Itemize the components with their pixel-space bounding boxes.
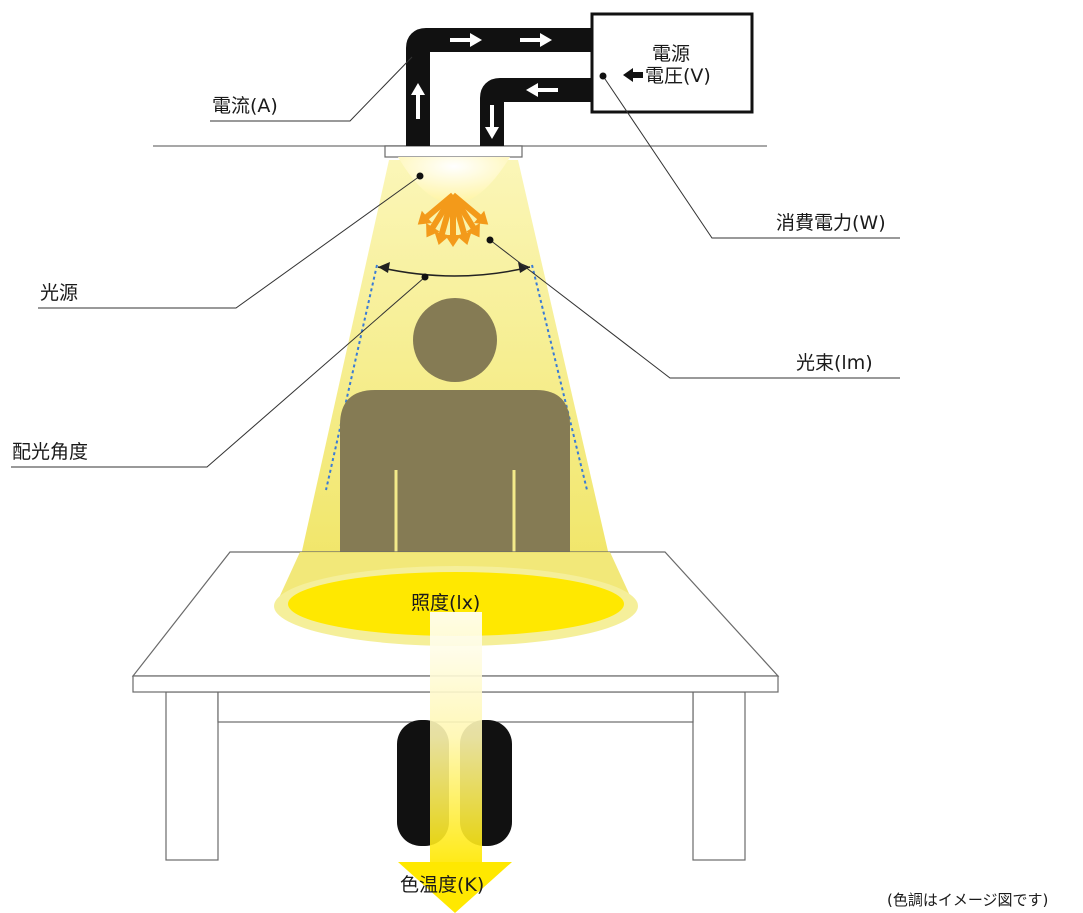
leader-lines (11, 56, 900, 468)
beam-edge-right (531, 264, 588, 491)
beam-angle-arrowhead-right (518, 262, 530, 273)
color-temperature-label: 色温度(K) (400, 874, 485, 896)
flux-arrows (417, 192, 489, 247)
power-supply-label: 電源 (652, 43, 691, 65)
beam-angle-arc (377, 266, 531, 277)
person-arm-lines (394, 470, 516, 560)
luminous-flux-label: 光束(lm) (796, 352, 873, 374)
power-supply-box (590, 12, 754, 114)
current-label: 電流(A) (212, 95, 278, 117)
color-temperature-arrow (398, 612, 512, 913)
illuminated-area (288, 572, 624, 636)
voltage-arrow-icon (623, 68, 643, 82)
power-consumption-label: 消費電力(W) (776, 212, 886, 234)
beam-angle-arrowhead-left (378, 262, 390, 273)
lamp-bulb (398, 157, 510, 204)
voltage-label: 電圧(V) (645, 65, 711, 87)
color-note: (色調はイメージ図です) (887, 891, 1049, 909)
wire-arrows (411, 33, 558, 139)
light-source-label: 光源 (40, 282, 79, 304)
leader-dots (416, 72, 607, 281)
beam-angle-label: 配光角度 (12, 441, 89, 463)
illuminance-label: 照度(lx) (411, 592, 481, 614)
lamp-base (384, 145, 523, 158)
supply-wire (406, 28, 592, 146)
beam-edge-left (325, 264, 378, 491)
